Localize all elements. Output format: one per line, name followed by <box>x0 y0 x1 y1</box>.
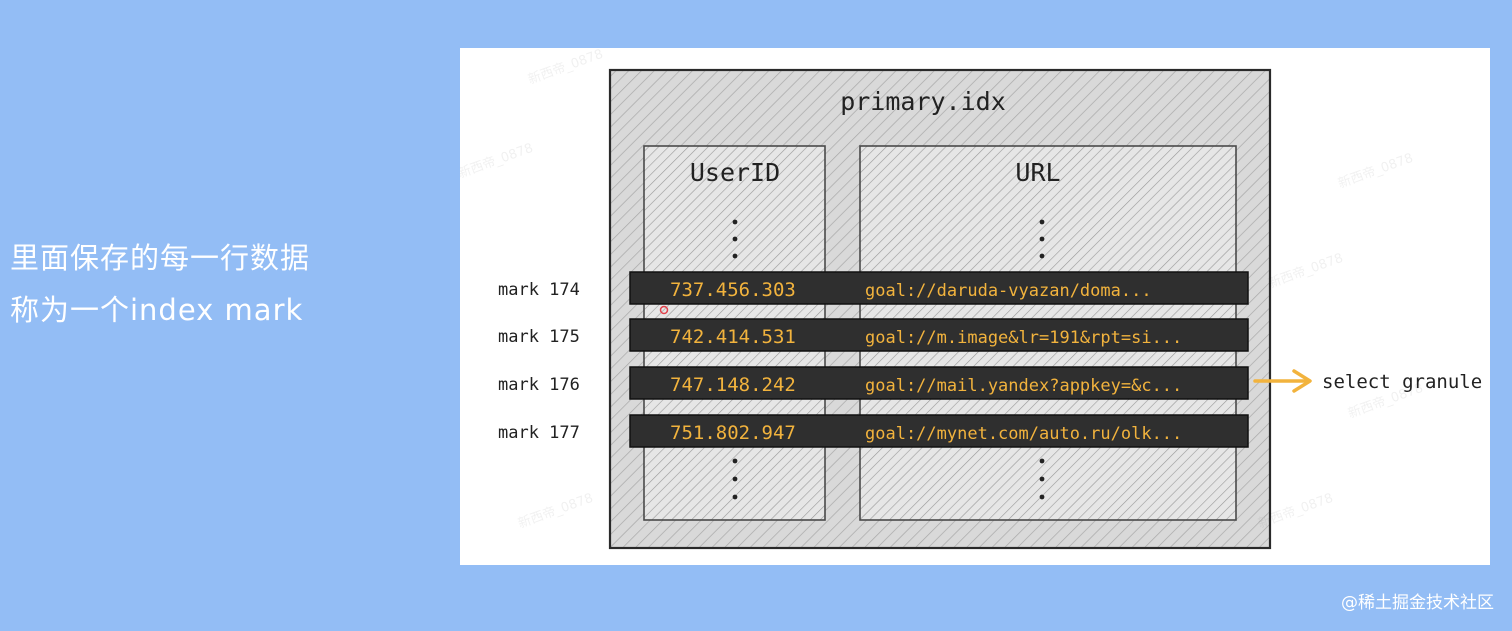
site-credit: @稀土掘金技术社区 <box>1341 593 1494 613</box>
mark-label: mark 175 <box>498 327 580 347</box>
svg-text:新西帝_0878: 新西帝_0878 <box>1266 250 1345 292</box>
index-mark-row: mark 177 751.802.947 goal://mynet.com/au… <box>498 414 1249 448</box>
url-value: goal://daruda-vyazan/doma... <box>865 281 1152 301</box>
url-column-header: URL <box>1015 158 1060 187</box>
diagram-title: primary.idx <box>840 87 1006 116</box>
svg-text:新西帝_0878: 新西帝_0878 <box>1336 150 1415 192</box>
cursor-marker-icon <box>659 305 669 315</box>
userid-value: 751.802.947 <box>670 422 796 444</box>
index-mark-row: mark 174 737.456.303 goal://daruda-vyaza… <box>498 271 1249 305</box>
primary-index-diagram: primary.idx UserID URL mark 174 737.456.… <box>460 48 1482 550</box>
url-value: goal://mail.yandex?appkey=&c... <box>865 376 1182 396</box>
mark-label: mark 176 <box>498 375 580 395</box>
select-arrow-icon <box>1253 369 1312 393</box>
top-ellipsis <box>732 219 1045 259</box>
index-mark-row: mark 176 747.148.242 goal://mail.yandex?… <box>498 366 1249 400</box>
mark-label: mark 174 <box>498 280 580 300</box>
caption-line-2: 称为一个index mark <box>10 293 304 327</box>
userid-value: 742.414.531 <box>670 326 796 348</box>
bottom-ellipsis <box>732 458 1045 500</box>
svg-text:新西帝_0878: 新西帝_0878 <box>526 48 605 88</box>
arrow-label: select granule <box>1322 371 1482 393</box>
userid-value: 747.148.242 <box>670 374 796 396</box>
userid-value: 737.456.303 <box>670 279 796 301</box>
url-value: goal://mynet.com/auto.ru/olk... <box>865 424 1182 444</box>
index-mark-row: mark 175 742.414.531 goal://m.image&lr=1… <box>498 318 1249 352</box>
mark-label: mark 177 <box>498 423 580 443</box>
svg-text:新西帝_0878: 新西帝_0878 <box>516 490 595 532</box>
userid-column-header: UserID <box>690 158 780 187</box>
caption-line-1: 里面保存的每一行数据 <box>10 241 311 275</box>
svg-text:新西帝_0878: 新西帝_0878 <box>460 140 535 182</box>
diagram-card: primary.idx UserID URL mark 174 737.456.… <box>460 48 1490 565</box>
caption: 里面保存的每一行数据 称为一个index mark <box>10 232 310 336</box>
url-value: goal://m.image&lr=191&rpt=si... <box>865 328 1182 348</box>
